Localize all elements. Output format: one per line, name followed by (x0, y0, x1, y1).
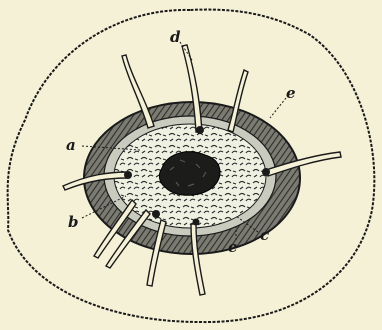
label-a: a (66, 136, 76, 154)
label-b: b (68, 213, 79, 231)
central-nucleus (159, 152, 220, 196)
label-d: d (170, 28, 181, 46)
label-e-top: e (286, 84, 296, 102)
label-c: c (260, 226, 269, 244)
label-e-bottom: e (228, 238, 238, 256)
